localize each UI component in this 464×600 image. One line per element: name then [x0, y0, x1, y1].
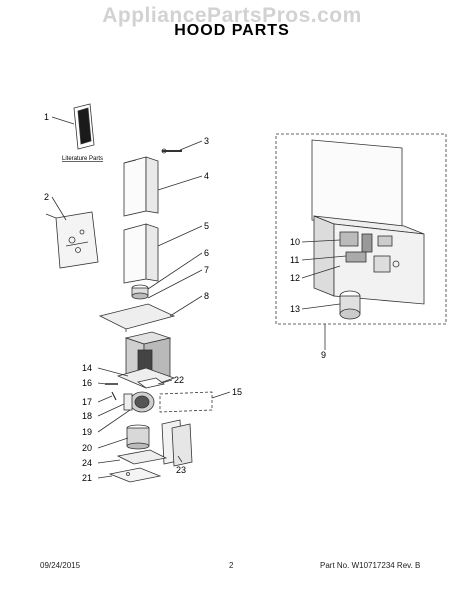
footer-part-number: Part No. W10717234 Rev. B: [320, 561, 421, 570]
callout-17: 17: [82, 397, 92, 407]
callout-24: 24: [82, 458, 92, 468]
control-assembly-box: [275, 133, 447, 325]
callout-16: 16: [82, 378, 92, 388]
literature-label: Literature Parts: [62, 156, 103, 162]
control-panel: [311, 139, 425, 305]
callout-22: 22: [174, 375, 184, 385]
callout-6: 6: [204, 248, 209, 258]
callout-numbers: 1 2 3 4 5 6 7 8 9 10 11 12 13 14 15 16 1…: [44, 112, 326, 483]
leader-lines: [51, 116, 347, 479]
callout-4: 4: [204, 171, 209, 181]
duct-connector: [126, 424, 150, 450]
callout-8: 8: [204, 291, 209, 301]
literature-booklet: [73, 103, 95, 150]
base-plate: [108, 467, 162, 483]
blower-motor: [123, 391, 155, 413]
lower-duct-cover: [123, 223, 159, 284]
duct-collar: [131, 284, 149, 300]
callout-2: 2: [44, 192, 49, 202]
mounting-plate: [98, 303, 176, 332]
gasket: [137, 377, 165, 389]
grease-filters: [161, 419, 193, 467]
bracket-part: [161, 148, 182, 154]
callout-12: 12: [290, 273, 300, 283]
callout-13: 13: [290, 304, 300, 314]
filter-outline: [159, 391, 213, 413]
capacitor: [339, 290, 361, 320]
callout-23: 23: [176, 465, 186, 475]
hardware-bag: [45, 211, 99, 269]
watermark: AppliancePartsPros.com: [102, 4, 362, 27]
callout-21: 21: [82, 473, 92, 483]
callout-1: 1: [44, 112, 49, 122]
callout-14: 14: [82, 363, 92, 373]
callout-10: 10: [290, 237, 300, 247]
footer-date: 09/24/2015: [40, 561, 81, 570]
callout-5: 5: [204, 221, 209, 231]
chimney-body: [116, 331, 176, 389]
screws: [105, 383, 118, 401]
callout-7: 7: [204, 265, 209, 275]
damper: [116, 449, 168, 465]
callout-20: 20: [82, 443, 92, 453]
upper-duct-cover: [123, 156, 159, 217]
callout-11: 11: [290, 255, 299, 265]
footer-page-number: 2: [229, 561, 234, 570]
callout-18: 18: [82, 411, 92, 421]
page-title: HOOD PARTS: [174, 22, 290, 39]
callout-9: 9: [321, 350, 326, 360]
callout-19: 19: [82, 427, 92, 437]
callout-15: 15: [232, 387, 242, 397]
callout-3: 3: [204, 136, 209, 146]
